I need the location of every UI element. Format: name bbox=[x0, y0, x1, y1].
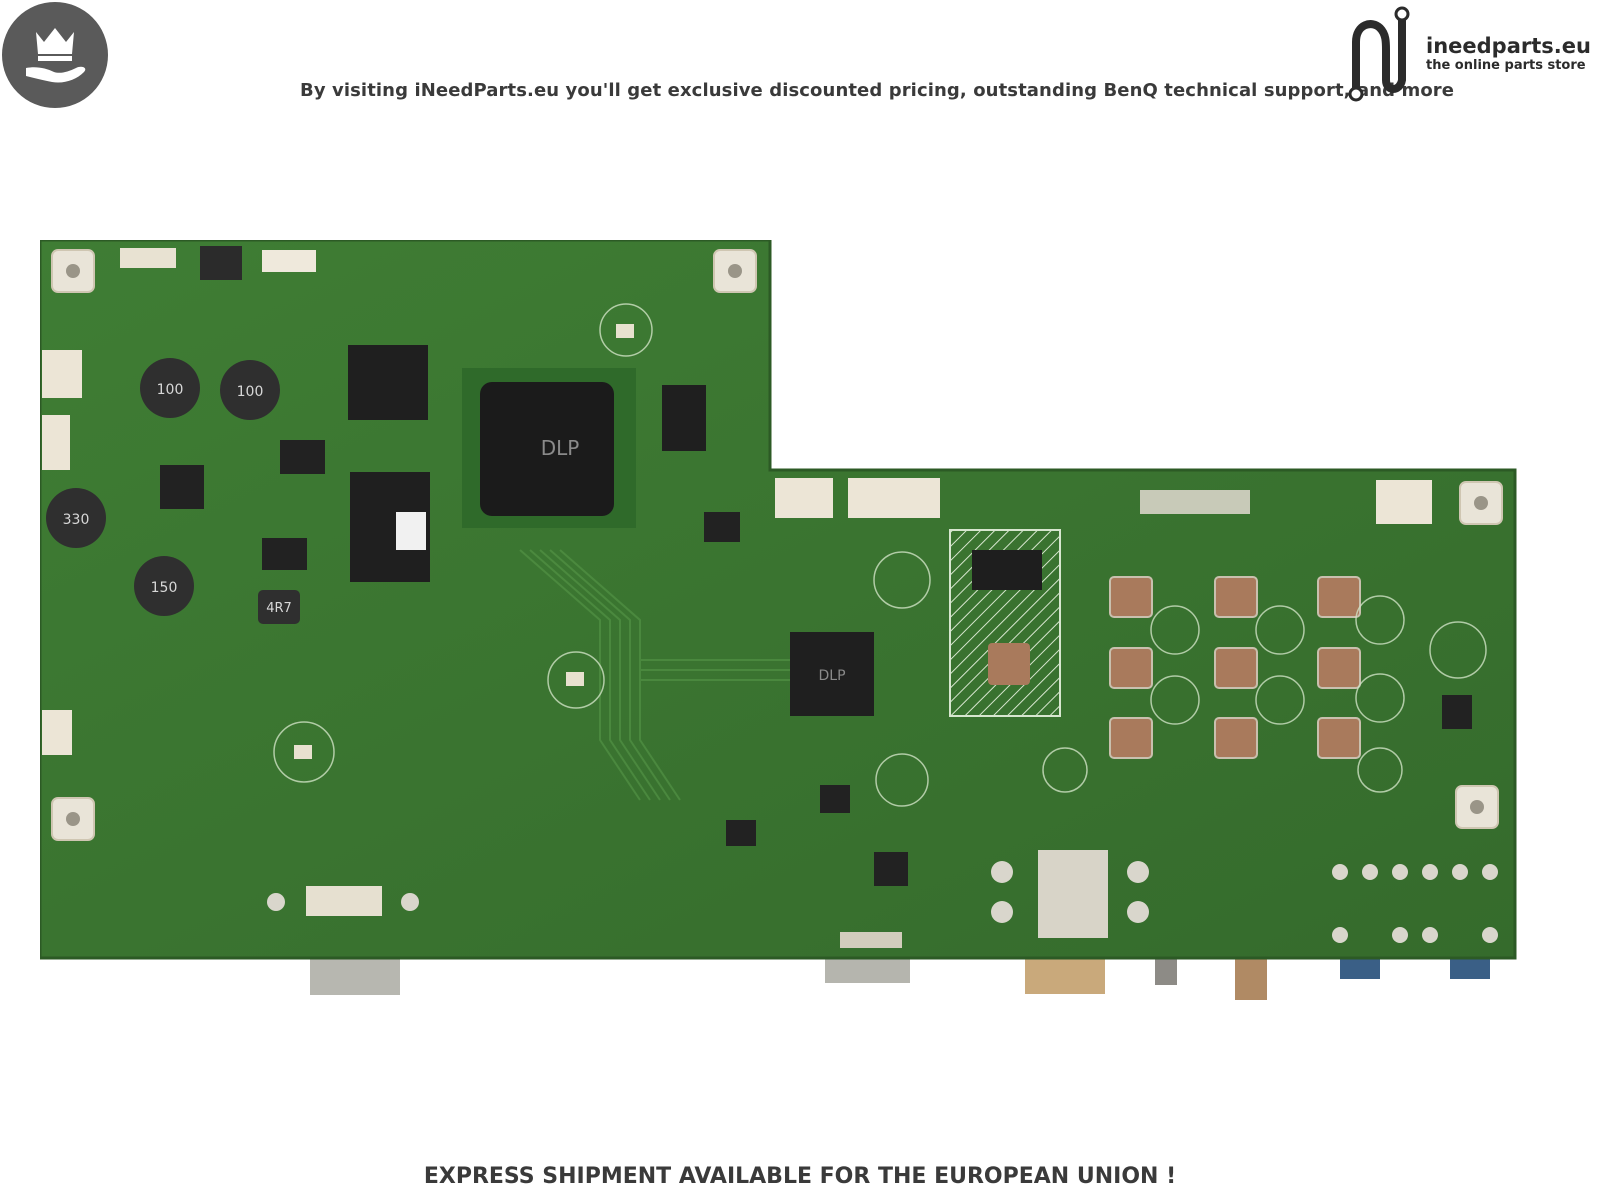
regulator-2 bbox=[262, 538, 307, 570]
bottom-pin-row bbox=[840, 932, 902, 948]
main-chip-label: DLP bbox=[541, 436, 580, 460]
brand-logo[interactable]: ineedparts.eu the online parts store bbox=[1344, 2, 1600, 110]
chip-small-2 bbox=[704, 512, 740, 542]
mid-connector-2 bbox=[848, 478, 940, 518]
brand-mark-icon bbox=[1348, 6, 1410, 102]
sub-connector bbox=[1025, 958, 1105, 994]
center-button bbox=[988, 643, 1030, 685]
dvi-connector bbox=[825, 955, 910, 983]
brand-name: ineedparts.eu bbox=[1426, 34, 1591, 58]
bottom-connector-grid bbox=[1038, 850, 1108, 938]
side-connector-2 bbox=[42, 415, 70, 470]
inductor-1 bbox=[140, 358, 200, 418]
ir-receiver bbox=[972, 550, 1042, 590]
tact-button-4 bbox=[1109, 647, 1153, 689]
mid-connector-1 bbox=[775, 478, 833, 518]
rca-connector bbox=[1235, 955, 1267, 1000]
crown-badge-logo bbox=[2, 2, 108, 108]
chip-small-1 bbox=[160, 465, 204, 509]
main-dlp-chip bbox=[480, 382, 614, 516]
tact-button-1 bbox=[1109, 576, 1153, 618]
bottom-pin-header bbox=[306, 886, 382, 916]
tact-button-9 bbox=[1317, 717, 1361, 759]
second-dlp-chip bbox=[790, 632, 874, 716]
regulator-4 bbox=[820, 785, 850, 813]
tact-button-6 bbox=[1317, 647, 1361, 689]
inductor-2 bbox=[220, 360, 280, 420]
chip-small-3 bbox=[874, 852, 908, 886]
inductor-label-5: 4R7 bbox=[266, 601, 292, 616]
footer-shipping-text: EXPRESS SHIPMENT AVAILABLE FOR THE EUROP… bbox=[423, 1164, 1177, 1189]
tact-button-8 bbox=[1214, 717, 1258, 759]
chip-sticker bbox=[396, 512, 426, 550]
side-connector-3 bbox=[42, 710, 72, 755]
inductor-3 bbox=[46, 488, 106, 548]
pcb-board-photo: 100 100 330 150 4R7 DLP DLP bbox=[40, 240, 1517, 1000]
chip-small-4 bbox=[1442, 695, 1472, 729]
header-connector-2 bbox=[200, 246, 242, 280]
second-chip-label: DLP bbox=[818, 668, 845, 684]
vga-connector bbox=[310, 955, 400, 995]
side-connector-1 bbox=[42, 350, 82, 398]
tact-button-5 bbox=[1214, 647, 1258, 689]
tagline-text: By visiting iNeedParts.eu you'll get exc… bbox=[300, 80, 1455, 101]
mid-connector-3 bbox=[1376, 480, 1432, 524]
regulator-1 bbox=[280, 440, 325, 474]
pin-header bbox=[1140, 490, 1250, 514]
inductor-4 bbox=[134, 556, 194, 616]
inductor-label-2: 100 bbox=[237, 384, 264, 400]
brand-subtitle: the online parts store bbox=[1426, 58, 1586, 73]
header-connector-1 bbox=[120, 248, 176, 268]
tact-button-7 bbox=[1109, 717, 1153, 759]
chip-memory bbox=[662, 385, 706, 451]
chip-qfp-1 bbox=[348, 345, 428, 420]
inductor-5 bbox=[258, 590, 300, 624]
inductor-label-1: 100 bbox=[157, 382, 184, 398]
tact-button-3 bbox=[1317, 576, 1361, 618]
tact-button-2 bbox=[1214, 576, 1258, 618]
header-connector-3 bbox=[262, 250, 316, 272]
inductor-label-4: 150 bbox=[151, 580, 178, 596]
crown-hand-icon bbox=[26, 28, 86, 83]
jack-connector-1 bbox=[1155, 955, 1177, 985]
regulator-3 bbox=[726, 820, 756, 846]
inductor-label-3: 330 bbox=[63, 512, 90, 528]
